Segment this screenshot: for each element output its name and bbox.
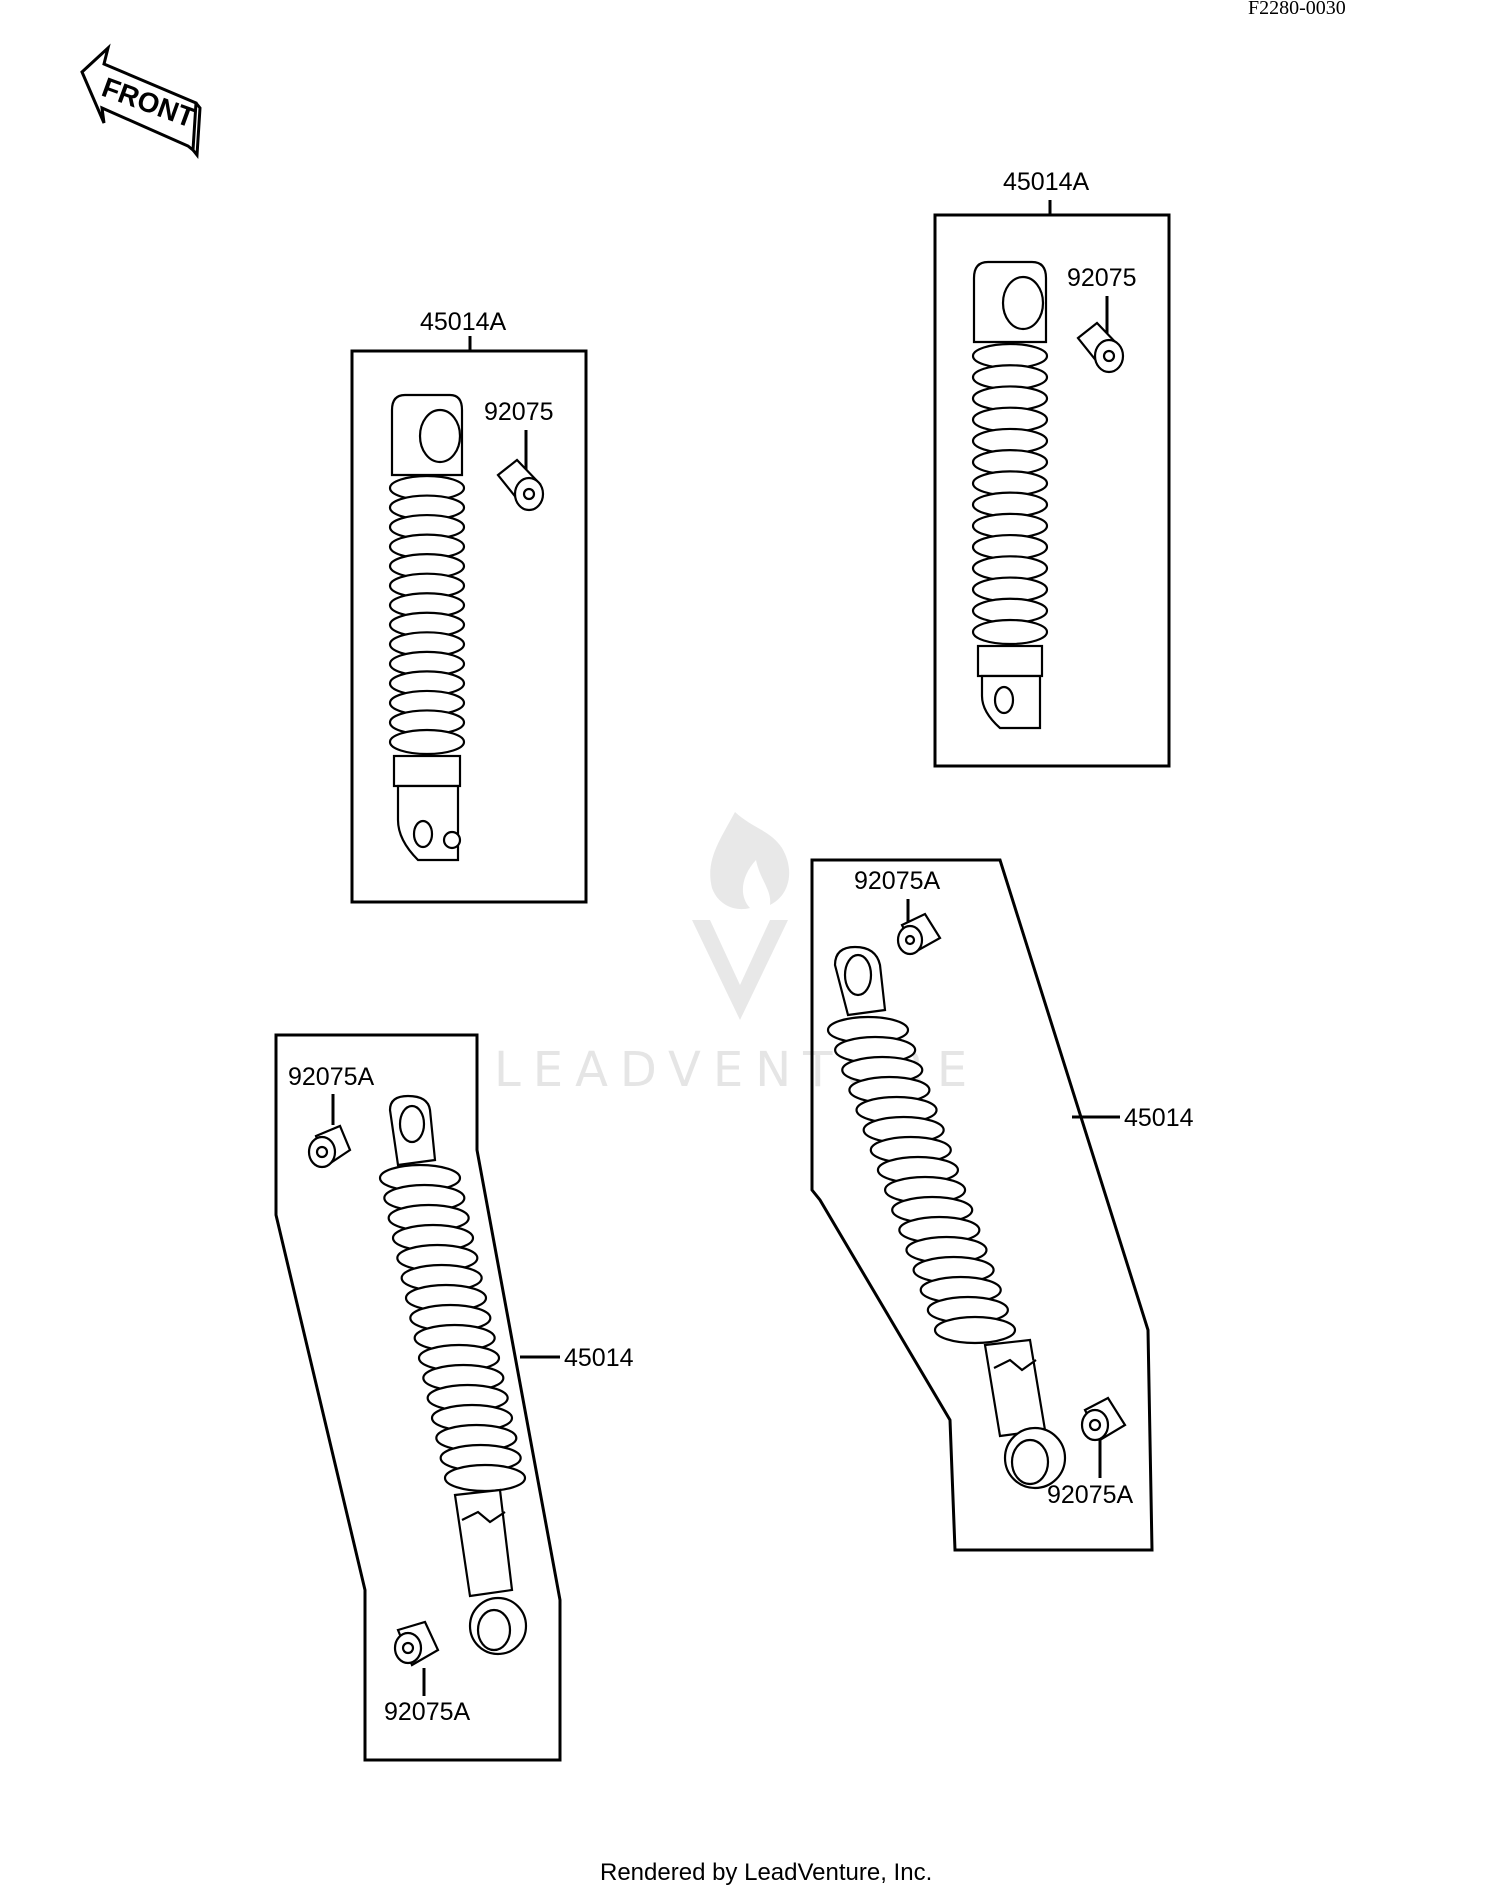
footer-credit: Rendered by LeadVenture, Inc. (600, 1859, 932, 1886)
part-label: 92075 (1067, 264, 1137, 292)
part-label: 92075A (384, 1698, 471, 1726)
part-label: 92075A (1047, 1481, 1134, 1509)
assembly-label: 45014 (564, 1344, 634, 1372)
shock-absorber-icon (388, 393, 466, 862)
group-frame (350, 349, 588, 904)
diagram-ref-number: F2280-0030 (1248, 0, 1346, 19)
group-frame (810, 858, 1154, 1552)
front-label: FRONT (98, 72, 199, 134)
spring-coil (443, 1463, 527, 1493)
shock-absorber-icon (971, 260, 1049, 730)
part-label: 92075A (854, 867, 941, 895)
spring-coil (971, 618, 1049, 646)
group-lower-left: 92075A 45014 92075A (274, 1033, 634, 1762)
spring-coil (933, 1315, 1017, 1345)
bushing-icon (896, 912, 942, 956)
front-direction-arrow: FRONT (80, 43, 202, 159)
bushing-icon (393, 1620, 440, 1667)
group-frame (933, 213, 1171, 768)
shock-absorber-icon (826, 945, 1067, 1490)
assembly-label: 45014A (420, 308, 507, 336)
bushing-icon (1080, 1396, 1127, 1442)
bushing-icon (496, 458, 545, 512)
bushing-icon (307, 1124, 352, 1169)
assembly-label: 45014A (1003, 168, 1090, 196)
group-lower-right: 92075A 45014 92075A (810, 858, 1194, 1552)
assembly-label: 45014 (1124, 1104, 1194, 1132)
group-upper-right: 45014A 92075 (933, 168, 1171, 768)
part-label: 92075A (288, 1063, 375, 1091)
spring-coil (388, 728, 466, 756)
shock-absorber-icon (378, 1094, 528, 1656)
group-upper-left: 45014A 92075 (350, 308, 588, 904)
group-frame (274, 1033, 562, 1762)
part-label: 92075 (484, 398, 554, 426)
bushing-icon (1076, 321, 1125, 374)
